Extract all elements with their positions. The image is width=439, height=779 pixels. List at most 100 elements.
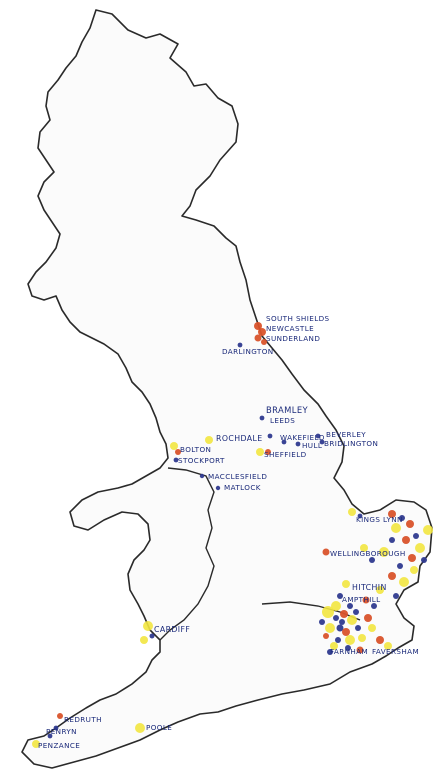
label-kings-lynn: KINGS LYNN: [356, 515, 403, 524]
red-dot: [388, 572, 396, 580]
label-sunderland: SUNDERLAND: [266, 334, 320, 343]
blue-dot: [337, 593, 343, 599]
blue-dot: [259, 415, 265, 421]
label-cardiff: CARDIFF: [154, 625, 190, 634]
yellow-dot: [347, 615, 357, 625]
blue-dot: [149, 633, 155, 639]
label-sheffield: SHEFFIELD: [264, 450, 307, 459]
yellow-dot: [205, 436, 213, 444]
label-faversham: FAVERSHAM: [372, 647, 419, 656]
blue-dot: [339, 619, 345, 625]
yellow-dot: [358, 634, 366, 642]
blue-dot: [267, 433, 273, 439]
yellow-dot: [342, 580, 350, 588]
label-hitchin: HITCHIN: [352, 583, 387, 592]
blue-dot: [369, 557, 375, 563]
label-beverley: BEVERLEY: [326, 430, 366, 439]
yellow-dot: [415, 543, 425, 553]
label-penzance: PENZANCE: [38, 741, 80, 750]
yellow-dot: [348, 508, 356, 516]
red-dot: [57, 713, 63, 719]
blue-dot: [295, 441, 301, 447]
label-south-shields: SOUTH SHIELDS: [266, 314, 330, 323]
label-stockport: STOCKPORT: [178, 456, 225, 465]
red-dot: [408, 554, 416, 562]
yellow-dot: [330, 642, 338, 650]
label-poole: POOLE: [146, 723, 172, 732]
red-dot: [340, 610, 348, 618]
wales-coast-detail: [159, 467, 215, 641]
yellow-dot: [331, 601, 341, 611]
label-newcastle: NEWCASTLE: [266, 324, 314, 333]
red-dot: [322, 548, 330, 556]
red-dot: [342, 628, 350, 636]
label-darlington: DARLINGTON: [222, 347, 274, 356]
red-dot: [402, 536, 410, 544]
red-dot: [261, 339, 267, 345]
red-dot: [265, 449, 271, 455]
label-bolton: BOLTON: [180, 445, 211, 454]
blue-dot: [353, 609, 359, 615]
label-hull: HULL: [302, 441, 322, 450]
blue-dot: [393, 593, 399, 599]
red-dot: [406, 520, 414, 528]
blue-dot: [199, 473, 205, 479]
blue-dot: [397, 563, 403, 569]
blue-dot: [47, 733, 53, 739]
red-dot: [364, 614, 372, 622]
blue-dot: [237, 342, 243, 348]
yellow-dot: [423, 525, 433, 535]
blue-dot: [389, 537, 395, 543]
blue-dot: [355, 625, 361, 631]
blue-dot: [371, 603, 377, 609]
yellow-dot: [135, 723, 145, 733]
yellow-dot: [256, 448, 264, 456]
yellow-dot: [170, 442, 178, 450]
yellow-dot: [140, 636, 148, 644]
blue-dot: [281, 439, 287, 445]
yellow-dot: [322, 606, 334, 618]
red-dot: [175, 449, 181, 455]
blue-dot: [327, 649, 333, 655]
label-wellingborough: WELLINGBOROUGH: [330, 549, 406, 558]
yellow-dot: [143, 621, 153, 631]
label-ampthill: AMPTHILL: [342, 595, 381, 604]
blue-dot: [421, 557, 427, 563]
blue-dot: [333, 615, 339, 621]
yellow-dot: [376, 586, 384, 594]
blue-dot: [319, 439, 325, 445]
yellow-dot: [384, 642, 392, 650]
great-britain-coastline: [21, 9, 433, 769]
label-macclesfield: MACCLESFIELD: [208, 472, 267, 481]
blue-dot: [335, 637, 341, 643]
blue-dot: [336, 624, 344, 632]
red-dot: [356, 646, 364, 654]
red-dot: [388, 510, 396, 518]
blue-dot: [319, 619, 325, 625]
label-farnham: FARNHAM: [330, 647, 368, 656]
red-dot: [254, 334, 262, 342]
yellow-dot: [32, 740, 40, 748]
label-bramley: BRAMLEY: [266, 405, 309, 415]
red-dot: [362, 596, 370, 604]
yellow-dot: [345, 635, 355, 645]
label-redruth: REDRUTH: [64, 715, 102, 724]
blue-dot: [53, 725, 59, 731]
label-wakefield: WAKEFIELD: [280, 433, 325, 442]
yellow-dot: [391, 523, 401, 533]
yellow-dot: [325, 623, 335, 633]
yellow-dot: [368, 624, 376, 632]
red-dot: [258, 328, 266, 336]
red-dot: [376, 636, 384, 644]
blue-dot: [357, 513, 363, 519]
label-rochdale: ROCHDALE: [216, 434, 263, 443]
red-dot: [323, 633, 329, 639]
label-leeds: LEEDS: [270, 416, 295, 425]
blue-dot: [399, 515, 405, 521]
label-bridlington: BRIDLINGTON: [324, 439, 378, 448]
blue-dot: [215, 485, 221, 491]
yellow-dot: [410, 566, 418, 574]
blue-dot: [345, 645, 351, 651]
blue-dot: [173, 457, 179, 463]
